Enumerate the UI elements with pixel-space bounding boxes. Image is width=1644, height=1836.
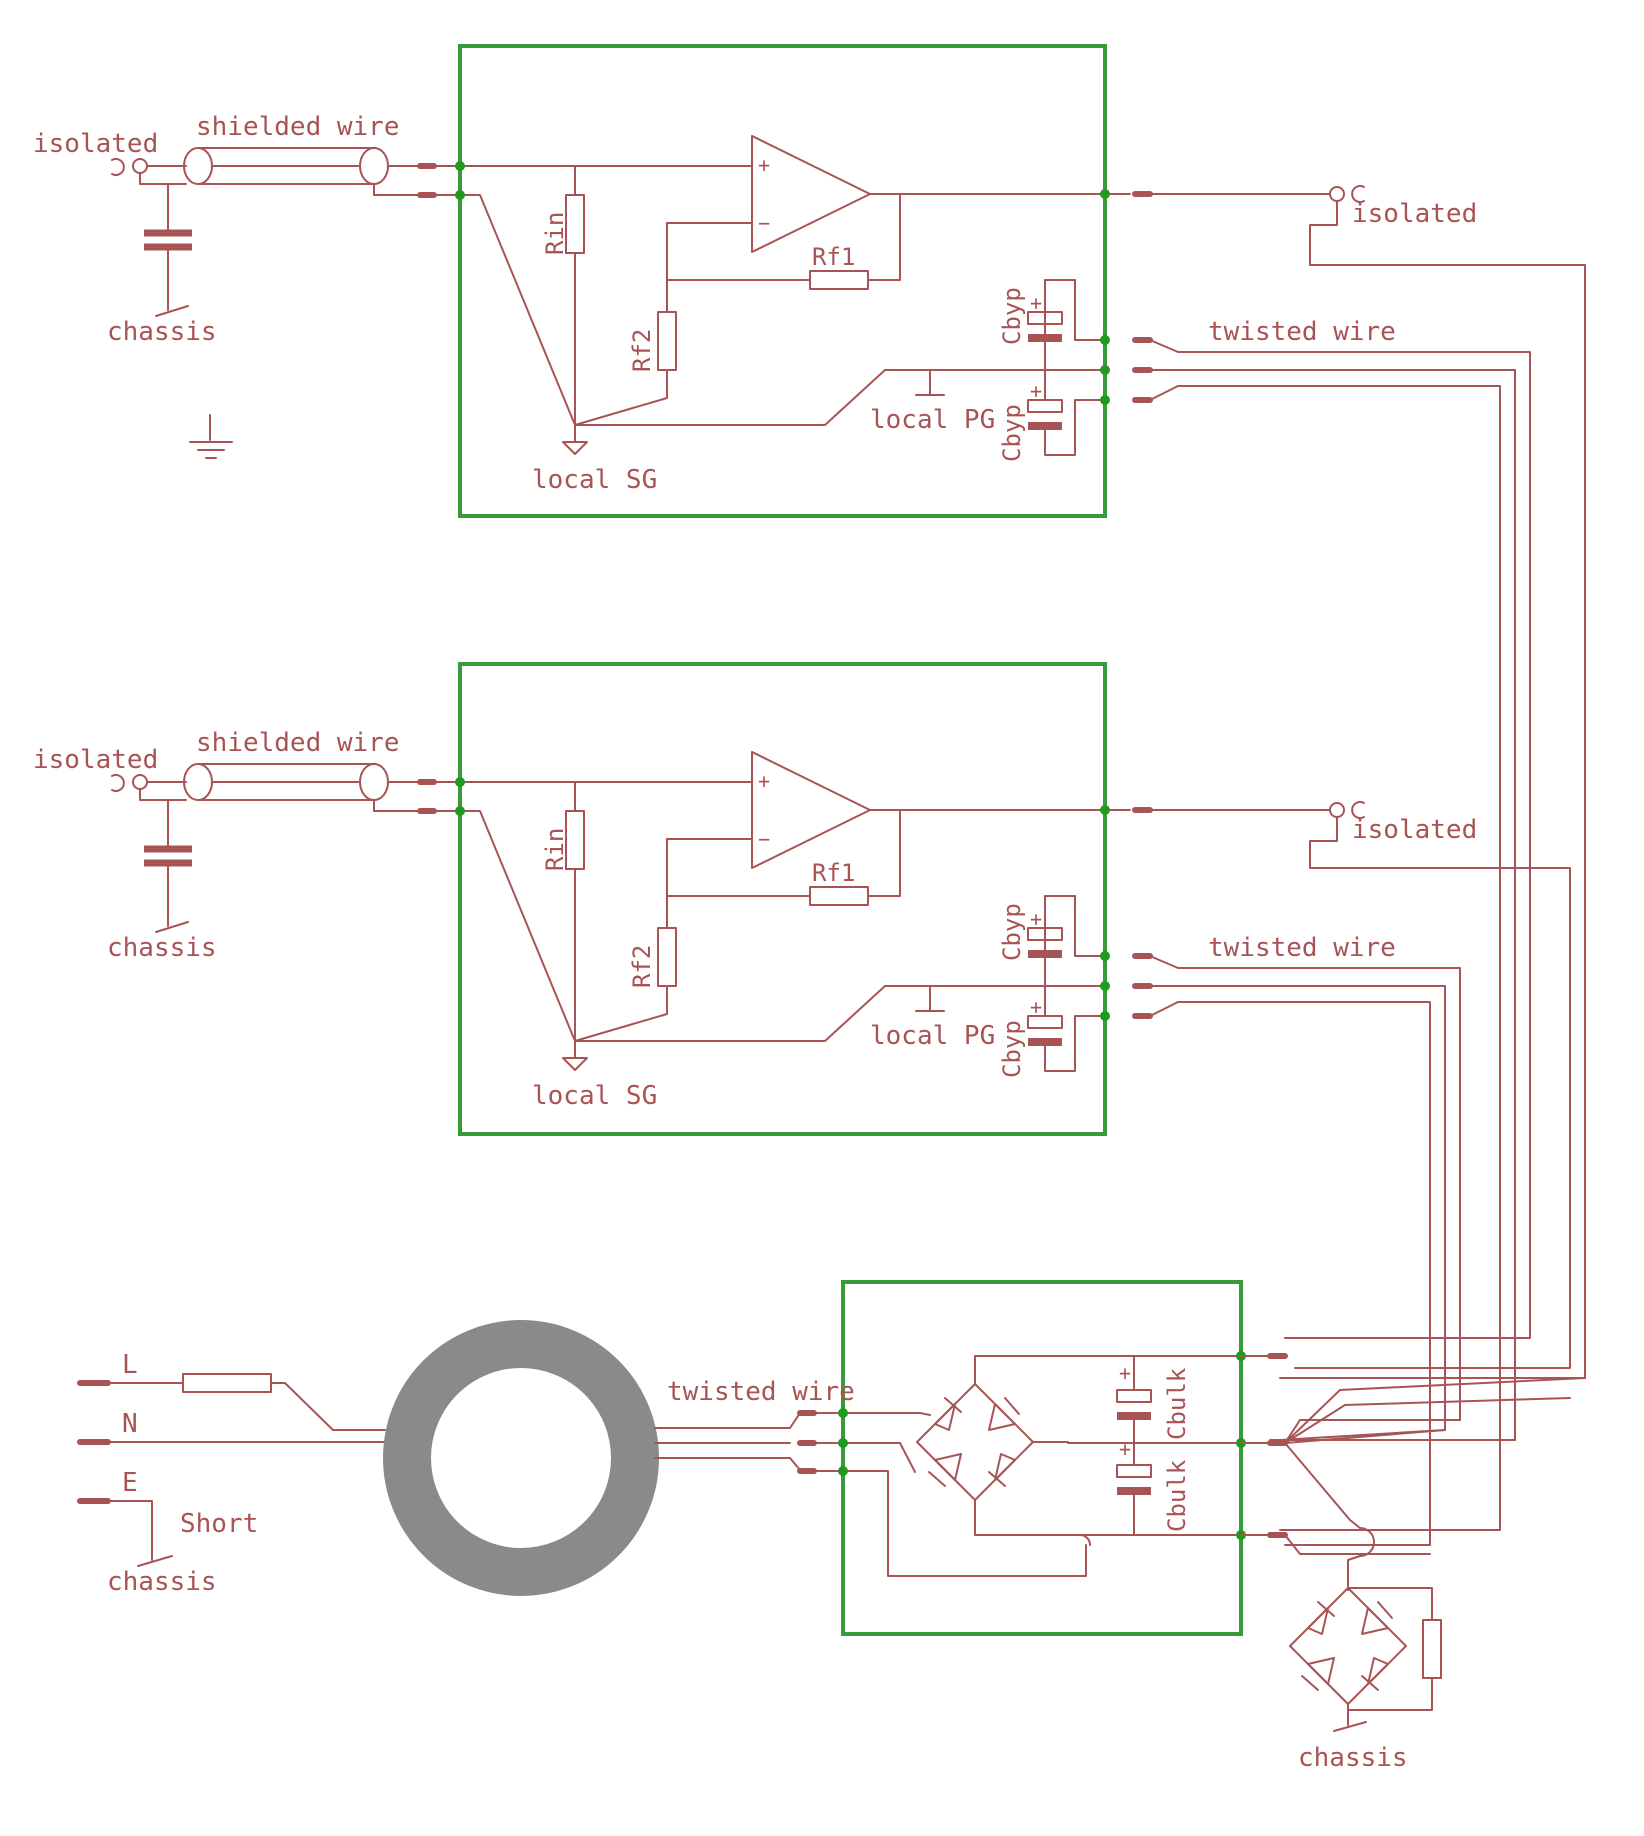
short-label: Short xyxy=(180,1509,258,1539)
mains-l-label: L xyxy=(122,1350,138,1380)
cap-plus-sign: + xyxy=(1030,379,1042,403)
wire-hop-icon xyxy=(1359,1527,1375,1557)
cbyp-bottom-icon xyxy=(1027,399,1063,431)
cbyp-bottom-label: Cbyp xyxy=(998,1020,1026,1078)
chassis-icon xyxy=(137,1555,173,1567)
output-isolated-label: isolated xyxy=(1352,815,1477,845)
signal-ground-icon xyxy=(562,1057,588,1071)
power-section: L N E Short chassis twisted wire Cbulk C… xyxy=(77,1280,1586,1773)
local-sg-label: local SG xyxy=(532,1081,657,1111)
mains-e-label: E xyxy=(122,1468,138,1498)
shield-end-icon xyxy=(183,147,213,185)
shielded-wire-label: shielded wire xyxy=(196,112,400,142)
rf1-label: Rf1 xyxy=(812,859,855,887)
cbyp-top-label: Cbyp xyxy=(998,903,1026,961)
channel-2: isolated shielded wire chassis Rin Rf1 R… xyxy=(33,662,1571,1546)
cbulk-top-icon xyxy=(1116,1389,1152,1421)
wire-hop-icon xyxy=(1079,1534,1091,1546)
cap-plus-sign: + xyxy=(1119,1437,1131,1461)
rf2-label: Rf2 xyxy=(628,945,656,988)
chassis-icon xyxy=(155,305,189,317)
opamp-icon xyxy=(751,751,871,869)
opamp-minus-sign: − xyxy=(758,827,770,851)
fuse-icon xyxy=(182,1373,272,1393)
bridge-chassis-label: chassis xyxy=(1298,1743,1408,1773)
rin-label: Rin xyxy=(541,828,569,871)
mains-n-label: N xyxy=(122,1409,138,1439)
cbyp-bottom-icon xyxy=(1027,1015,1063,1047)
cap-plus-sign: + xyxy=(1119,1361,1131,1385)
chassis-icon xyxy=(155,921,189,933)
shielded-wire-label: shielded wire xyxy=(196,728,400,758)
local-pg-label: local PG xyxy=(870,405,995,435)
psu-twisted-wire-label: twisted wire xyxy=(667,1377,855,1407)
twisted-wire-label: twisted wire xyxy=(1208,933,1396,963)
cap-plus-sign: + xyxy=(1030,907,1042,931)
psu-module-border xyxy=(841,1280,1243,1636)
resistor-rf2-icon xyxy=(657,311,677,371)
input-jack-icon xyxy=(111,158,125,176)
bridge-rectifier-icon xyxy=(916,1383,1034,1501)
input-isolated-label: isolated xyxy=(33,129,158,159)
rf2-label: Rf2 xyxy=(628,329,656,372)
toroid-transformer-icon xyxy=(383,1320,659,1596)
cap-plus-sign: + xyxy=(1030,995,1042,1019)
resistor-rf1-icon xyxy=(809,270,869,290)
chassis-label: chassis xyxy=(107,933,217,963)
opamp-plus-sign: + xyxy=(758,769,770,793)
rin-label: Rin xyxy=(541,212,569,255)
earth-ground-icon xyxy=(189,414,233,459)
output-jack-icon xyxy=(1351,185,1365,203)
cbulk-bottom-icon xyxy=(1116,1464,1152,1496)
chassis-label: chassis xyxy=(107,1567,217,1597)
chassis-label: chassis xyxy=(107,317,217,347)
resistor-rf2-icon xyxy=(657,927,677,987)
cbulk-bottom-label: Cbulk xyxy=(1163,1459,1191,1532)
rf1-label: Rf1 xyxy=(812,243,855,271)
input-jack-icon xyxy=(111,774,125,792)
bleeder-resistor-icon xyxy=(1422,1619,1442,1679)
local-pg-label: local PG xyxy=(870,1021,995,1051)
local-sg-label: local SG xyxy=(532,465,657,495)
opamp-plus-sign: + xyxy=(758,153,770,177)
channel-1: isolated shielded wire chassis Rin Rf1 R… xyxy=(33,44,1586,1531)
chassis-icon xyxy=(1333,1721,1367,1732)
signal-ground-icon xyxy=(562,441,588,455)
cap-plus-sign: + xyxy=(1030,291,1042,315)
input-isolated-label: isolated xyxy=(33,745,158,775)
output-isolated-label: isolated xyxy=(1352,199,1477,229)
cbyp-bottom-label: Cbyp xyxy=(998,404,1026,462)
opamp-minus-sign: − xyxy=(758,211,770,235)
twisted-wire-label: twisted wire xyxy=(1208,317,1396,347)
chassis-bridge-rectifier-icon xyxy=(1289,1587,1407,1705)
opamp-icon xyxy=(751,135,871,253)
amplifier-module-border xyxy=(458,44,1107,518)
shield-end-icon xyxy=(183,763,213,801)
output-jack-icon xyxy=(1351,801,1365,819)
cbyp-top-label: Cbyp xyxy=(998,287,1026,345)
resistor-rf1-icon xyxy=(809,886,869,906)
amplifier-module-border xyxy=(458,662,1107,1136)
cbulk-top-label: Cbulk xyxy=(1163,1367,1191,1440)
